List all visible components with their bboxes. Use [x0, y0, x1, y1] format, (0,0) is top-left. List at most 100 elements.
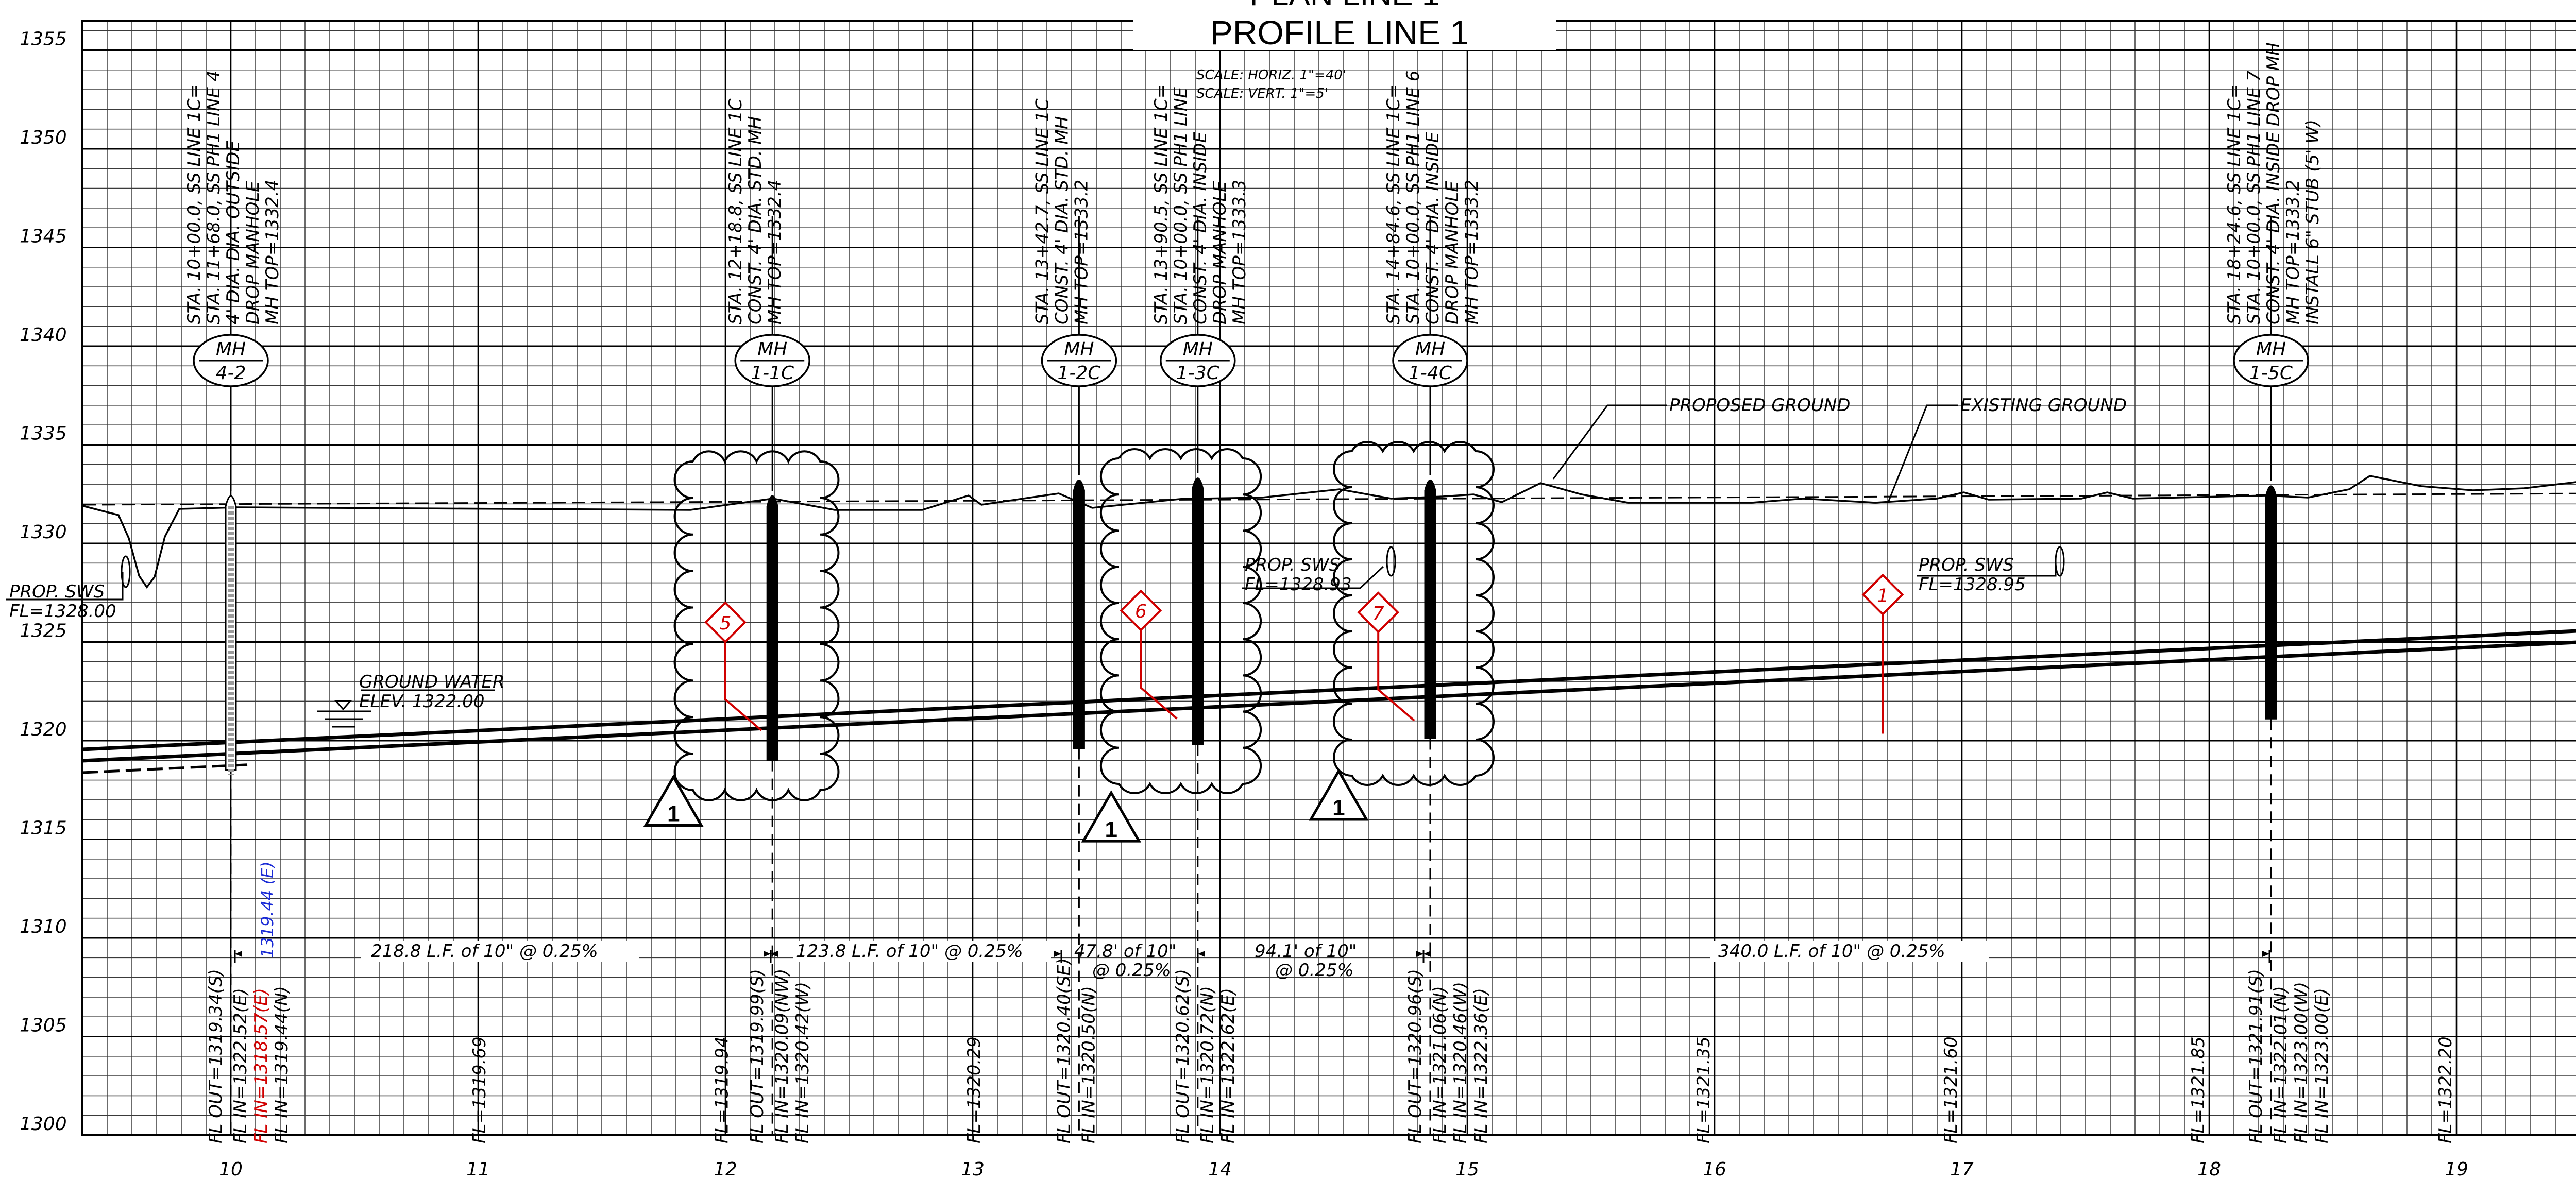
- station-label: 13: [961, 1159, 985, 1180]
- delta-number: 1: [667, 801, 680, 827]
- sws-label-west: PROP. SWS FL=1328.00: [6, 555, 131, 622]
- manhole-note: STA. 13+42.7, SS LINE 1C: [1032, 98, 1053, 324]
- elevation-label-left: 1310: [20, 916, 67, 937]
- manhole-callouts: STA. 10+00.0, SS LINE 1C=STA. 11+68.0, S…: [184, 42, 2323, 324]
- invert-label: FL IN=1320.72(N): [1197, 986, 1218, 1143]
- manhole-note: MH TOP=1333.2: [1462, 180, 1482, 324]
- existing-ground-line: [82, 492, 2576, 506]
- manhole-note: CONST. 4' DIA. INSIDE: [1190, 131, 1211, 324]
- invert-label: FL IN=1323.00(W): [2291, 982, 2312, 1143]
- invert-label: FL IN=1322.01(N): [2270, 986, 2291, 1143]
- sws-label-middle: PROP. SWS FL=1328.93: [1242, 546, 1396, 595]
- invert-label: FL IN=1322.52(E): [230, 988, 251, 1143]
- pipe-bottom-line: [82, 640, 2576, 763]
- station-label: 19: [2445, 1159, 2468, 1180]
- invert-label: FL IN=1319.44(N): [272, 986, 292, 1143]
- run-label-4: 94.1' of 10": [1255, 941, 1357, 962]
- elevation-label-left: 1320: [20, 719, 67, 740]
- profile-title: PROFILE LINE 1: [1210, 13, 1469, 52]
- manhole-note: STA. 10+00.0, SS PH1 LINE: [1171, 87, 1191, 324]
- storm-sewer-crossings: PROP. SWS FL=1328.00 PROP. SWS FL=1328.9…: [6, 546, 2065, 622]
- existing-ground-label: EXISTING GROUND: [1960, 395, 2127, 416]
- run-label-mask: [793, 940, 1051, 962]
- revision-clouds: [673, 441, 1495, 801]
- run-label-mask: [1710, 940, 1989, 962]
- sws-middle-line-2: FL=1328.93: [1245, 574, 1352, 595]
- manhole-id: 1-3C: [1176, 363, 1220, 384]
- station-flowline-label: FL=1319.69: [469, 1036, 490, 1143]
- elevation-label-left: 1330: [20, 522, 67, 543]
- station-label: 17: [1950, 1159, 1974, 1180]
- manhole: MH1-5C: [2233, 216, 2309, 1135]
- invert-label: FL OUT=1321.91(S): [2246, 969, 2266, 1143]
- crossing-marker: 7: [1357, 591, 1415, 722]
- scale-vertical: SCALE: VERT. 1"=5': [1196, 86, 1328, 101]
- invert-label: FL IN=1320.50(N): [1078, 986, 1099, 1143]
- revision-delta: 1: [1309, 768, 1369, 821]
- invert-label: FL IN=1323.00(E): [2312, 988, 2332, 1143]
- crossing-leader: [1377, 632, 1415, 722]
- run-label-4b: @ 0.25%: [1275, 960, 1354, 981]
- proposed-ground-line: [82, 475, 2576, 589]
- manhole-structure: [1192, 477, 1204, 745]
- manhole-note: STA. 18+24.6, SS LINE 1C=: [2224, 84, 2245, 324]
- manhole-structure: [1073, 479, 1085, 749]
- manhole: MH 1-4C: [1392, 216, 1468, 1135]
- manhole-note: MH TOP=1333.2: [2283, 180, 2303, 324]
- run-label-5: 340.0 L.F. of 10" @ 0.25%: [1718, 941, 1945, 962]
- invert-label: FL IN=1320.09(NW): [772, 969, 792, 1143]
- manhole: MH4-2: [193, 216, 269, 1135]
- manhole-note: MH TOP=1332.4: [262, 180, 283, 324]
- manhole-structure: [2265, 485, 2277, 720]
- crossing-leader: [724, 642, 762, 731]
- station-label: 15: [1455, 1159, 1479, 1180]
- elevation-label-left: 1305: [20, 1015, 67, 1036]
- delta-triangle: [1081, 790, 1142, 843]
- manhole-structure: [1424, 479, 1436, 740]
- invert-label: FL OUT=1320.96(S): [1405, 969, 1426, 1143]
- manhole: MH1-3C: [1160, 216, 1236, 1135]
- sewer-pipe: [82, 629, 2576, 774]
- manhole-note: 4' DIA. DIA. OUTSIDE: [223, 141, 244, 324]
- manhole-note: MH TOP=1333.2: [1071, 180, 1092, 324]
- delta-number: 1: [1105, 817, 1117, 842]
- crossing-marker: 6: [1120, 589, 1178, 720]
- sws-east-line-1: PROP. SWS: [1919, 555, 2014, 575]
- invert-label: FL IN=1320.42(W): [792, 982, 813, 1143]
- scale-note: SCALE: HORIZ. 1"=40' SCALE: VERT. 1"=5': [1196, 67, 1346, 101]
- manhole-structure: [766, 495, 778, 761]
- run-label-3: 47.8' of 10": [1074, 941, 1176, 962]
- manhole-note: MH TOP=1332.4: [765, 180, 785, 324]
- proposed-ground-label: PROPOSED GROUND: [1669, 395, 1850, 416]
- manhole-tag: MH: [1415, 339, 1445, 360]
- run-label-2: 123.8 L.F. of 10" @ 0.25%: [796, 941, 1023, 962]
- pipe-run-labels: 218.8 L.F. of 10" @ 0.25% 123.8 L.F. of …: [234, 940, 2270, 981]
- elevation-label-left: 1315: [20, 817, 67, 839]
- station-flowline-label: FL=1319.94: [711, 1036, 732, 1143]
- dimension-ticks: [234, 950, 2270, 963]
- revision-delta: 1: [1081, 790, 1142, 843]
- title-backdrop: [1133, 7, 1556, 50]
- manhole-note: STA. 11+68.0, SS PH1 LINE 4: [204, 71, 224, 324]
- revision-cloud: [1333, 441, 1495, 786]
- manhole-tag: MH: [2256, 339, 2286, 360]
- manhole-id: 1-4C: [1409, 363, 1452, 384]
- sws-middle-line-1: PROP. SWS: [1245, 555, 1340, 575]
- manhole-note: STA. 10+00.0, SS PH1 LINE 6: [1403, 71, 1423, 324]
- invert-labels: FL OUT=1319.34(S)FL IN=1322.52(E)FL IN=1…: [206, 958, 2456, 1143]
- revision-cloud: [673, 450, 840, 801]
- invert-label: FL IN=1320.46(W): [1450, 982, 1471, 1143]
- elevation-label-left: 1355: [20, 28, 67, 49]
- station-label: 10: [219, 1159, 243, 1180]
- manhole-tag: MH: [1064, 339, 1094, 360]
- manhole-note: STA. 14+84.6, SS LINE 1C=: [1383, 84, 1404, 324]
- elevation-label-left: 1340: [20, 324, 67, 346]
- elevation-label-left: 1345: [20, 226, 67, 247]
- dimension-arrows: [235, 951, 2269, 957]
- ground-leaders: [1552, 404, 1958, 503]
- crossing-leader: [1140, 630, 1178, 720]
- manhole-note: DROP MANHOLE: [1442, 181, 1463, 324]
